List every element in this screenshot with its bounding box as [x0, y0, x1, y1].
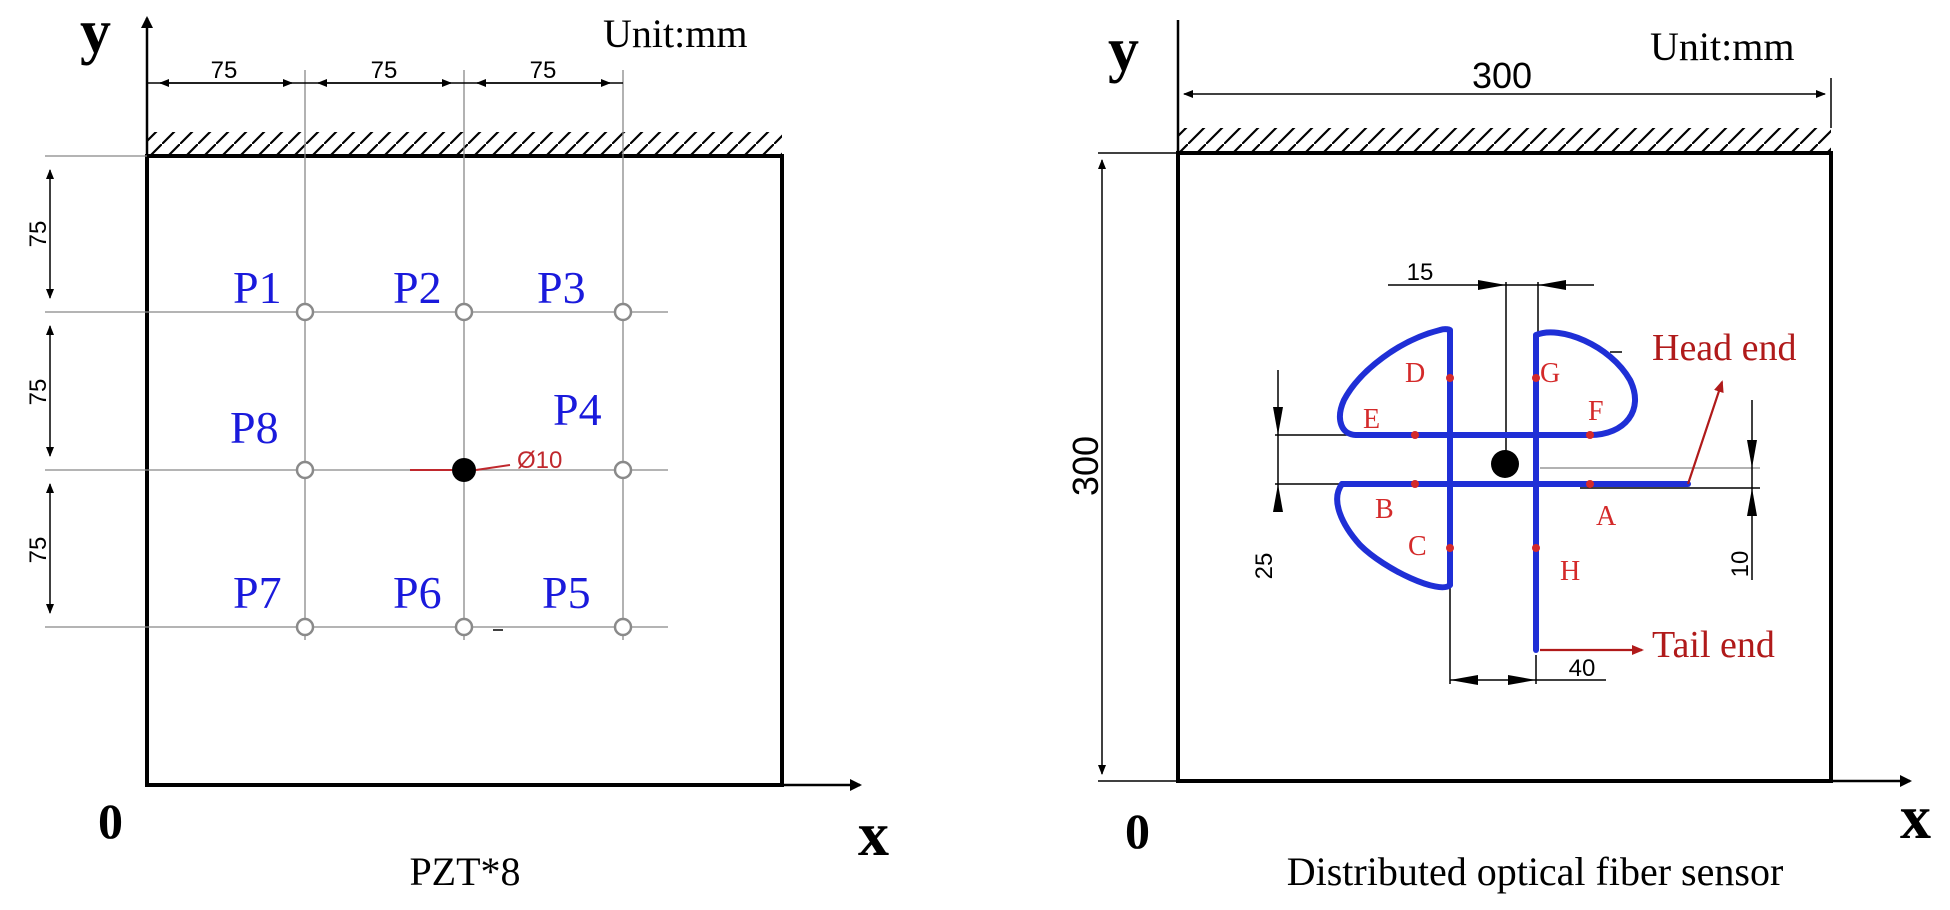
point-h-marker — [1532, 544, 1540, 552]
sensor-p1-label: P1 — [233, 262, 282, 313]
left-panel: y x 0 Unit:mm 75 75 75 — [25, 0, 889, 894]
point-e-label: E — [1363, 404, 1380, 435]
right-dim-15-label: 15 — [1407, 259, 1434, 286]
point-d-label: D — [1405, 358, 1425, 389]
left-grid-lines — [45, 70, 668, 640]
left-center-hole — [452, 458, 476, 482]
right-unit-label: Unit:mm — [1650, 24, 1794, 69]
point-h-label: H — [1560, 556, 1580, 587]
sensor-p5-marker — [613, 617, 633, 637]
head-end-label: Head end — [1652, 327, 1797, 369]
sensor-p2-label: P2 — [393, 262, 442, 313]
point-f-marker — [1586, 431, 1594, 439]
sensor-p6-marker — [454, 617, 474, 637]
sensor-p2-marker — [454, 302, 474, 322]
right-dim-40-label: 40 — [1569, 655, 1596, 682]
point-b-label: B — [1375, 494, 1394, 525]
tail-end-label: Tail end — [1652, 624, 1775, 666]
point-c-label: C — [1408, 531, 1427, 562]
point-e-marker — [1411, 431, 1419, 439]
right-panel: y x 0 Unit:mm 300 300 15 25 — [1065, 16, 1931, 894]
sensor-p3-marker — [613, 302, 633, 322]
left-y-axis-label: y — [80, 0, 111, 66]
right-height-dim-label: 300 — [1065, 436, 1106, 496]
point-f-label: F — [1588, 396, 1604, 427]
right-caption: Distributed optical fiber sensor — [1287, 849, 1784, 894]
right-y-axis-label: y — [1108, 16, 1139, 84]
head-end-arrow — [1686, 380, 1724, 485]
point-a-label: A — [1596, 501, 1617, 532]
left-top-dimensions: 75 75 75 — [146, 57, 623, 96]
point-g-label: G — [1540, 358, 1560, 389]
sensor-p8-label: P8 — [230, 402, 279, 453]
point-d-marker — [1446, 374, 1454, 382]
left-sensor-markers — [295, 302, 633, 637]
left-hole-dim-label: Ø10 — [517, 447, 562, 474]
point-a-marker — [1586, 480, 1594, 488]
left-caption: PZT*8 — [409, 849, 520, 894]
left-side-dim-2: 75 — [25, 379, 52, 406]
left-side-dim-3: 75 — [25, 537, 52, 564]
fiber-points — [1411, 374, 1594, 552]
sensor-p3-label: P3 — [537, 262, 586, 313]
sensor-p1-marker — [295, 302, 315, 322]
right-clamped-edge-hatch — [1178, 128, 1831, 153]
right-dim-25-label: 25 — [1251, 553, 1278, 580]
optical-fiber-path — [1334, 326, 1691, 653]
left-side-dim-1: 75 — [25, 221, 52, 248]
sensor-p7-marker — [295, 617, 315, 637]
left-unit-label: Unit:mm — [603, 11, 747, 56]
left-origin-label: 0 — [98, 793, 123, 849]
sensor-p4-label: P4 — [553, 384, 602, 435]
sensor-p4-marker — [613, 460, 633, 480]
sensor-p7-label: P7 — [233, 567, 282, 618]
point-c-marker — [1446, 544, 1454, 552]
left-hole-dim-line-right — [475, 464, 511, 471]
left-top-dim-2: 75 — [371, 57, 398, 84]
sensor-p6-label: P6 — [393, 567, 442, 618]
left-top-dim-3: 75 — [530, 57, 557, 84]
right-x-axis-label: x — [1900, 784, 1931, 852]
left-side-dimensions: 75 75 75 — [25, 169, 54, 614]
right-dim-10-label: 10 — [1727, 551, 1754, 578]
sensor-p5-label: P5 — [542, 567, 591, 618]
right-width-dim-label: 300 — [1472, 55, 1532, 96]
right-center-hole — [1491, 450, 1519, 478]
left-x-axis-label: x — [858, 801, 889, 869]
sensor-p8-marker — [295, 460, 315, 480]
point-g-marker — [1532, 374, 1540, 382]
point-b-marker — [1411, 480, 1419, 488]
right-origin-label: 0 — [1125, 803, 1150, 859]
left-top-dim-1: 75 — [211, 57, 238, 84]
